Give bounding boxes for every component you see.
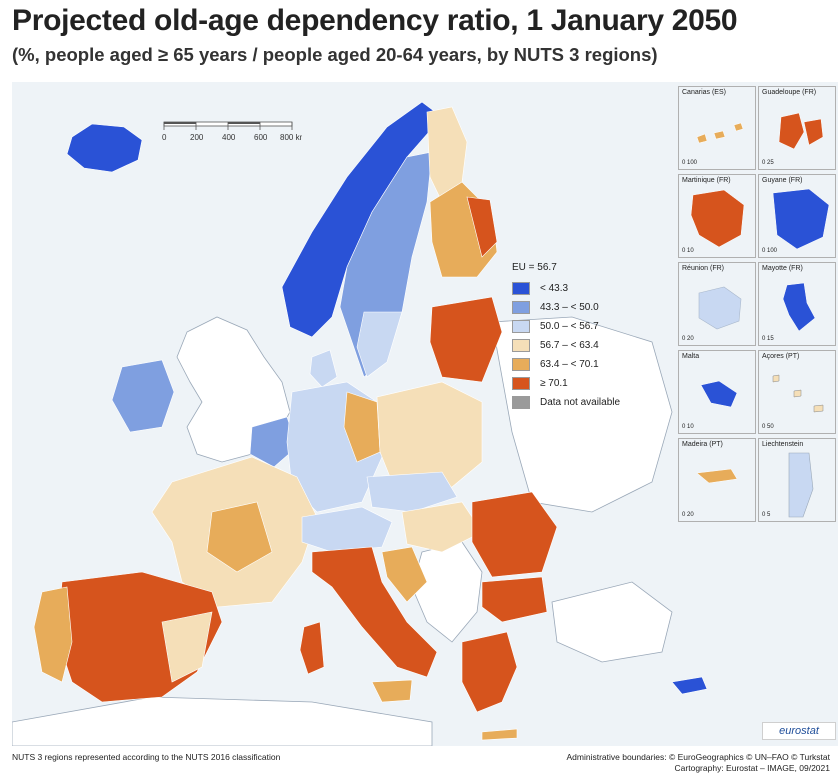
region-denmark: [309, 349, 338, 388]
eastern-land: [491, 316, 673, 513]
inset-scale: 0 100: [682, 160, 698, 166]
region-greece: [461, 631, 518, 713]
inset-label: Guyane (FR): [762, 177, 803, 184]
footer-credits: Administrative boundaries: © EuroGeograp…: [566, 752, 830, 774]
region-sardinia: [299, 621, 325, 675]
legend-label: 50.0 – < 56.7: [540, 321, 599, 332]
legend-row: 43.3 – < 50.0: [512, 298, 672, 317]
inset-map: Malta 0 10: [678, 350, 756, 434]
region-spain-east: [161, 611, 213, 683]
region-finland-east: [466, 196, 498, 258]
legend-swatch: [512, 358, 530, 371]
inset-map: Madeira (PT) 0 20: [678, 438, 756, 522]
inset-map: Canarias (ES) 0 100: [678, 86, 756, 170]
map-title: Projected old-age dependency ratio, 1 Ja…: [12, 4, 738, 37]
inset-map: Martinique (FR) 0 10: [678, 174, 756, 258]
region-crete: [481, 728, 518, 741]
footer-note: NUTS 3 regions represented according to …: [12, 752, 281, 762]
inset-label: Açores (PT): [762, 353, 800, 360]
legend-row: 56.7 – < 63.4: [512, 336, 672, 355]
legend-title: EU = 56.7: [512, 262, 557, 273]
inset-label: Réunion (FR): [682, 265, 725, 272]
legend-swatch: [512, 282, 530, 295]
legend-label: 56.7 – < 63.4: [540, 340, 599, 351]
inset-label: Canarias (ES): [682, 89, 726, 96]
region-germany-east: [343, 391, 381, 463]
scale-tick-label: 0: [162, 133, 167, 142]
map-subtitle: (%, people aged ≥ 65 years / people aged…: [12, 44, 658, 65]
inset-scale: 0 5: [762, 512, 771, 518]
inset-label: Liechtenstein: [762, 441, 804, 448]
legend-row: 50.0 – < 56.7: [512, 317, 672, 336]
region-czech-slovakia: [366, 471, 458, 513]
inset-map: Réunion (FR) 0 20: [678, 262, 756, 346]
legend-swatch: [512, 377, 530, 390]
scale-bar: 0 200 400 600 800 km: [162, 118, 307, 150]
legend-label: < 43.3: [540, 283, 569, 294]
legend-swatch: [512, 301, 530, 314]
inset-scale: 0 100: [762, 248, 778, 254]
region-bulgaria: [481, 576, 548, 623]
scale-tick-label: 400: [222, 133, 236, 142]
inset-label: Malta: [682, 353, 700, 360]
scale-tick-label: 600: [254, 133, 268, 142]
region-baltics: [429, 296, 503, 383]
inset-map: Liechtenstein 0 5: [758, 438, 836, 522]
region-iceland: [66, 123, 143, 173]
region-portugal: [33, 586, 73, 683]
scale-tick-label: 200: [190, 133, 204, 142]
inset-label: Mayotte (FR): [762, 265, 803, 272]
footer-credit-line: Cartography: Eurostat – IMAGE, 09/2021: [674, 763, 830, 773]
region-france-central: [206, 501, 273, 573]
legend-label: 63.4 – < 70.1: [540, 359, 599, 370]
inset-scale: 0 20: [682, 512, 694, 518]
region-poland: [376, 381, 483, 488]
inset-scale: 0 50: [762, 424, 774, 430]
legend-label: 43.3 – < 50.0: [540, 302, 599, 313]
footer-credit-line: Administrative boundaries: © EuroGeograp…: [566, 752, 830, 762]
inset-label: Martinique (FR): [682, 177, 731, 184]
inset-map: Açores (PT) 0 50: [758, 350, 836, 434]
inset-map: Guadeloupe (FR) 0 25: [758, 86, 836, 170]
region-ireland: [111, 359, 175, 433]
inset-scale: 0 25: [762, 160, 774, 166]
legend-swatch: [512, 396, 530, 409]
region-croatia: [381, 546, 428, 603]
legend-row: 63.4 – < 70.1: [512, 355, 672, 374]
region-benelux: [249, 416, 298, 468]
inset-scale: 0 20: [682, 336, 694, 342]
inset-scale: 0 10: [682, 248, 694, 254]
map-legend: EU = 56.7 < 43.3 43.3 – < 50.0 50.0 – < …: [512, 262, 672, 412]
legend-swatch: [512, 320, 530, 333]
region-sicily: [371, 679, 413, 703]
region-alps: [301, 506, 393, 553]
legend-row: Data not available: [512, 393, 672, 412]
legend-row: < 43.3: [512, 279, 672, 298]
inset-label: Madeira (PT): [682, 441, 723, 448]
legend-label: Data not available: [540, 397, 621, 408]
eurostat-logo: eurostat: [762, 722, 836, 740]
inset-map: Mayotte (FR) 0 15: [758, 262, 836, 346]
legend-label: ≥ 70.1: [540, 378, 568, 389]
region-hungary: [401, 501, 483, 553]
inset-scale: 0 15: [762, 336, 774, 342]
inset-label: Guadeloupe (FR): [762, 89, 817, 96]
region-cyprus: [671, 676, 708, 695]
legend-swatch: [512, 339, 530, 352]
region-italy: [311, 546, 438, 678]
scale-tick-label: 800 km: [280, 133, 302, 142]
inset-map: Guyane (FR) 0 100: [758, 174, 836, 258]
region-romania: [471, 491, 558, 578]
turkey-land: [551, 581, 673, 663]
region-sweden-south: [356, 311, 403, 378]
inset-scale: 0 10: [682, 424, 694, 430]
legend-row: ≥ 70.1: [512, 374, 672, 393]
